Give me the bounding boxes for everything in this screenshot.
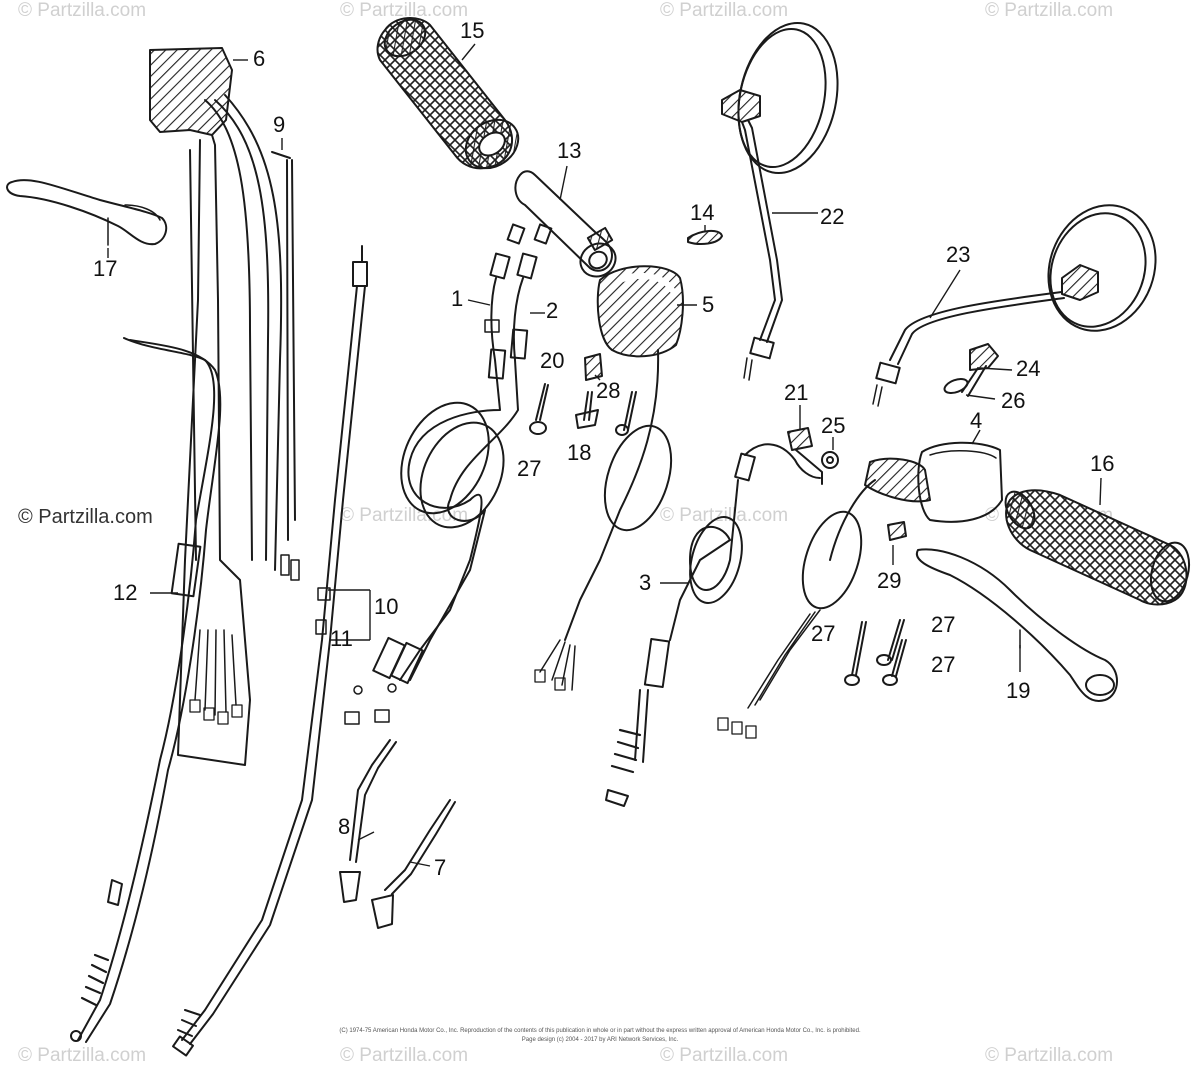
callout-16: 16 — [1090, 451, 1115, 476]
leader-lines — [107, 43, 1102, 867]
callout-5: 5 — [702, 292, 715, 317]
callout-14: 14 — [690, 200, 715, 225]
callout-28: 28 — [596, 378, 621, 403]
callout-19: 19 — [1006, 678, 1031, 703]
callout-6: 6 — [253, 46, 266, 71]
footer-copyright: (C) 1974-75 American Honda Motor Co., In… — [339, 1028, 861, 1034]
callout-15: 15 — [460, 18, 485, 43]
watermark: © Partzilla.com — [985, 1045, 1114, 1066]
watermark: © Partzilla.com — [340, 0, 469, 21]
callout-4: 4 — [970, 408, 983, 433]
right-grip — [1004, 489, 1191, 606]
watermark-main: © Partzilla.com — [18, 506, 153, 528]
left-switch-assembly — [149, 47, 283, 766]
callout-11: 11 — [330, 626, 353, 651]
watermark: © Partzilla.com — [340, 505, 469, 526]
small-hardware — [787, 427, 839, 485]
clip — [687, 230, 723, 245]
mirror-22 — [721, 21, 839, 381]
callout-10: 10 — [374, 594, 399, 619]
callout-26: 26 — [1001, 388, 1026, 413]
spring-screws — [529, 353, 907, 686]
master-cylinder — [717, 441, 1003, 739]
callout-22: 22 — [820, 204, 845, 229]
callout-27: 27 — [517, 456, 542, 481]
callout-7: 7 — [434, 855, 447, 880]
callout-1: 1 — [451, 286, 464, 311]
callout-27: 27 — [931, 612, 956, 637]
watermark: © Partzilla.com — [660, 0, 789, 21]
watermark: © Partzilla.com — [340, 1045, 469, 1066]
watermark: © Partzilla.com — [660, 1045, 789, 1066]
throttle-cables-1-2 — [344, 223, 553, 725]
callout-27: 27 — [931, 652, 956, 677]
short-cables — [339, 739, 456, 929]
clutch-lever — [6, 179, 168, 246]
left-grip — [376, 17, 520, 170]
throttle-sleeve — [514, 170, 617, 278]
callout-8: 8 — [338, 814, 351, 839]
callout-2: 2 — [546, 298, 559, 323]
footer-page-design: Page design (c) 2004 - 2017 by ARI Netwo… — [521, 1037, 679, 1043]
callout-12: 12 — [113, 580, 138, 605]
brake-switch-cable — [605, 443, 821, 807]
clutch-cable — [70, 337, 222, 1043]
callout-9: 9 — [273, 112, 286, 137]
callout-27: 27 — [811, 621, 836, 646]
callout-13: 13 — [557, 138, 582, 163]
callout-3: 3 — [639, 570, 652, 595]
right-switch-housing — [534, 265, 684, 691]
starter-switch-wire — [271, 151, 300, 581]
mirror-23 — [872, 204, 1157, 407]
callout-17: 17 — [93, 256, 118, 281]
watermark: © Partzilla.com — [985, 0, 1114, 21]
watermark: © Partzilla.com — [18, 0, 147, 21]
callout-25: 25 — [821, 413, 846, 438]
bolt-washer — [943, 343, 999, 397]
throttle-cable — [172, 245, 368, 1057]
callout-23: 23 — [946, 242, 971, 267]
callout-24: 24 — [1016, 356, 1041, 381]
callout-21: 21 — [784, 380, 809, 405]
watermark: © Partzilla.com — [18, 1045, 147, 1066]
callout-20: 20 — [540, 348, 565, 373]
watermark: © Partzilla.com — [660, 505, 789, 526]
callout-29: 29 — [877, 568, 902, 593]
callout-18: 18 — [567, 440, 592, 465]
